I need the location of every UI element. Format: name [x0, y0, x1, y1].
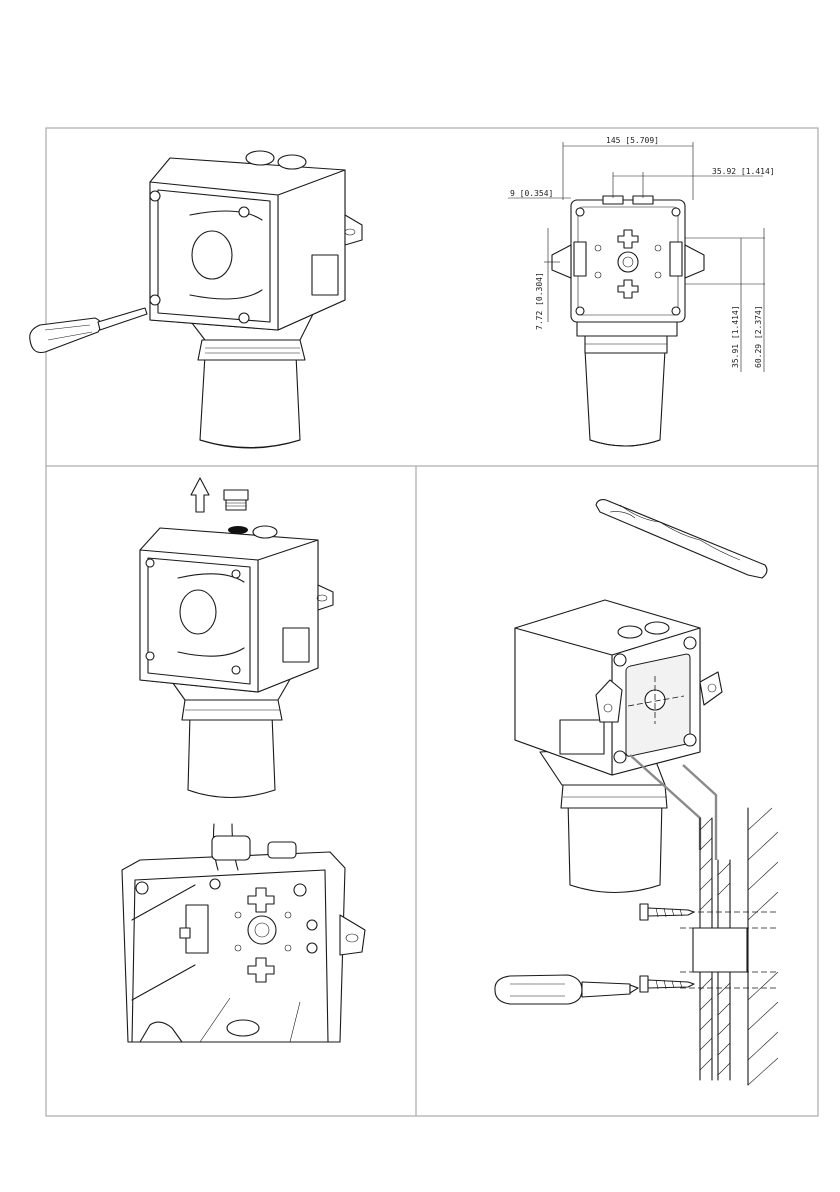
panel-dimensions: 145 [5.709] 35.92 [1.414] 9 [0.354] 7.72… [508, 136, 775, 446]
dim-width-total: 145 [5.709] [606, 136, 659, 145]
enclosure-box [150, 151, 362, 330]
screw-icon [640, 904, 694, 920]
cable-gland-icon [224, 490, 248, 510]
panel-remove-gland [122, 478, 365, 1042]
panel-remove-cover [30, 151, 362, 448]
dim-gland-spacing: 35.92 [1.414] [712, 167, 775, 176]
dim-vert-spacing-b: 60.29 [2.374] [754, 305, 763, 368]
screwdriver-icon [495, 975, 638, 1004]
dim-vert-spacing-a: 35.91 [1.414] [731, 305, 740, 368]
open-enclosure-interior [122, 824, 365, 1042]
wall-section [680, 808, 778, 1085]
arrow-up-icon [191, 478, 209, 512]
screw-icon [640, 976, 694, 992]
dim-lug-height: 7.72 [0.304] [535, 272, 544, 330]
dim-flange-offset: 9 [0.354] [510, 189, 553, 198]
drill-bit-icon [596, 500, 767, 578]
panel-wall-mounting [495, 500, 778, 1085]
screwdriver-icon [30, 308, 147, 353]
